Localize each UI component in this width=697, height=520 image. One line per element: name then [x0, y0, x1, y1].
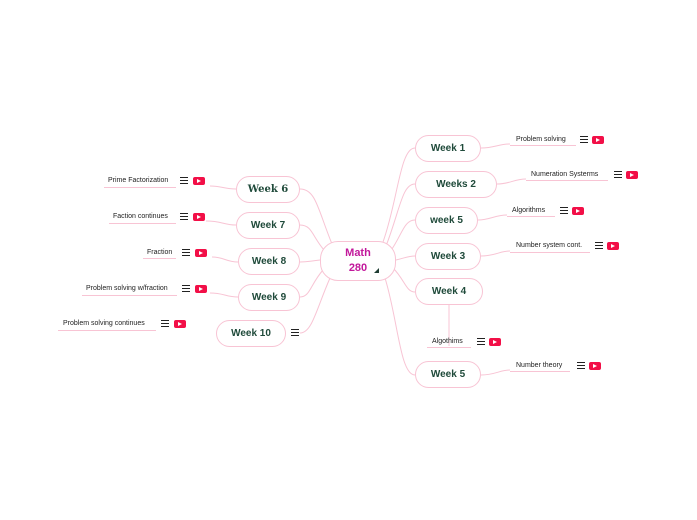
- link-week10: [299, 277, 331, 334]
- leaf-number-theory[interactable]: Number theory: [516, 362, 563, 369]
- leaf-underline: [526, 180, 608, 181]
- topic-week-7[interactable]: Week 7: [236, 212, 300, 239]
- video-icon[interactable]: [572, 207, 584, 215]
- leaf-underline: [58, 330, 156, 331]
- video-icon[interactable]: [607, 242, 619, 250]
- central-topic-line2: 280: [348, 262, 368, 274]
- leaf-prime-factorization[interactable]: Prime Factorization: [108, 177, 169, 184]
- menu-icon[interactable]: [580, 136, 588, 143]
- link-leaf-8: [205, 220, 237, 226]
- leaf-underline: [510, 252, 590, 253]
- central-topic-line1: Math: [345, 247, 371, 259]
- link-week9: [299, 269, 324, 298]
- video-icon[interactable]: [195, 249, 207, 257]
- video-icon[interactable]: [592, 136, 604, 144]
- link-leaf-3: [477, 214, 508, 221]
- menu-icon[interactable]: [595, 242, 603, 249]
- link-leaf-1: [480, 143, 511, 149]
- video-icon[interactable]: [193, 213, 205, 221]
- menu-icon[interactable]: [180, 177, 188, 184]
- link-week7: [299, 224, 325, 251]
- leaf-underline: [510, 145, 576, 146]
- link-leaf-4: [480, 250, 511, 257]
- leaf-problem-solving[interactable]: Problem solving: [516, 136, 566, 143]
- link-week3: [395, 255, 416, 261]
- topic-week-5[interactable]: Week 5: [415, 361, 481, 388]
- topic-week-9[interactable]: Week 9: [238, 284, 300, 311]
- video-icon[interactable]: [626, 171, 638, 179]
- collapse-triangle-icon[interactable]: [374, 268, 379, 273]
- leaf-underline: [507, 216, 555, 217]
- menu-icon[interactable]: [614, 171, 622, 178]
- leaf-problem-solving-wfraction[interactable]: Problem solving w/fraction: [86, 285, 168, 292]
- menu-icon[interactable]: [182, 285, 190, 292]
- video-icon[interactable]: [489, 338, 501, 346]
- video-icon[interactable]: [174, 320, 186, 328]
- link-week1: [382, 147, 416, 243]
- leaf-algothims[interactable]: Algothims: [432, 338, 463, 345]
- topic-weeks-2[interactable]: Weeks 2: [415, 171, 497, 198]
- leaf-underline: [510, 371, 570, 372]
- topic-week-8[interactable]: Week 8: [238, 248, 300, 275]
- menu-icon[interactable]: [291, 329, 299, 336]
- leaf-problem-solving-continues[interactable]: Problem solving continues: [63, 320, 145, 327]
- link-week4: [392, 267, 416, 293]
- central-topic[interactable]: Math 280: [320, 241, 396, 281]
- link-week6: [299, 188, 333, 245]
- topic-week-1[interactable]: Week 1: [415, 135, 481, 162]
- menu-icon[interactable]: [577, 362, 585, 369]
- menu-icon[interactable]: [180, 213, 188, 220]
- leaf-number-system-cont[interactable]: Number system cont.: [516, 242, 583, 249]
- video-icon[interactable]: [195, 285, 207, 293]
- link-leaf-6: [480, 369, 511, 376]
- menu-icon[interactable]: [560, 207, 568, 214]
- leaf-underline: [427, 347, 471, 348]
- link-weeks2: [385, 183, 416, 247]
- leaf-underline: [109, 223, 176, 224]
- menu-icon[interactable]: [161, 320, 169, 327]
- topic-week-4[interactable]: Week 4: [415, 278, 483, 305]
- leaf-numeration-systems[interactable]: Numeration Systerms: [531, 171, 599, 178]
- topic-week-5-early[interactable]: week 5: [415, 207, 478, 234]
- topic-week-3[interactable]: Week 3: [415, 243, 481, 270]
- leaf-fraction[interactable]: Fraction: [147, 249, 173, 256]
- link-leaf-9: [211, 256, 239, 263]
- link-week8: [299, 259, 321, 263]
- link-leaf-2: [496, 178, 527, 185]
- menu-icon[interactable]: [182, 249, 190, 256]
- link-week5b: [384, 277, 416, 376]
- leaf-underline: [143, 258, 176, 259]
- topic-week-6[interactable]: Week 6: [236, 176, 300, 203]
- leaf-algorithms[interactable]: Algorithms: [512, 207, 546, 214]
- link-leaf-7: [209, 185, 237, 190]
- leaf-underline: [104, 187, 176, 188]
- topic-week-10[interactable]: Week 10: [216, 320, 286, 347]
- leaf-faction-continues[interactable]: Faction continues: [113, 213, 168, 220]
- menu-icon[interactable]: [477, 338, 485, 345]
- video-icon[interactable]: [193, 177, 205, 185]
- link-leaf-10: [209, 292, 239, 298]
- video-icon[interactable]: [589, 362, 601, 370]
- leaf-underline: [82, 295, 177, 296]
